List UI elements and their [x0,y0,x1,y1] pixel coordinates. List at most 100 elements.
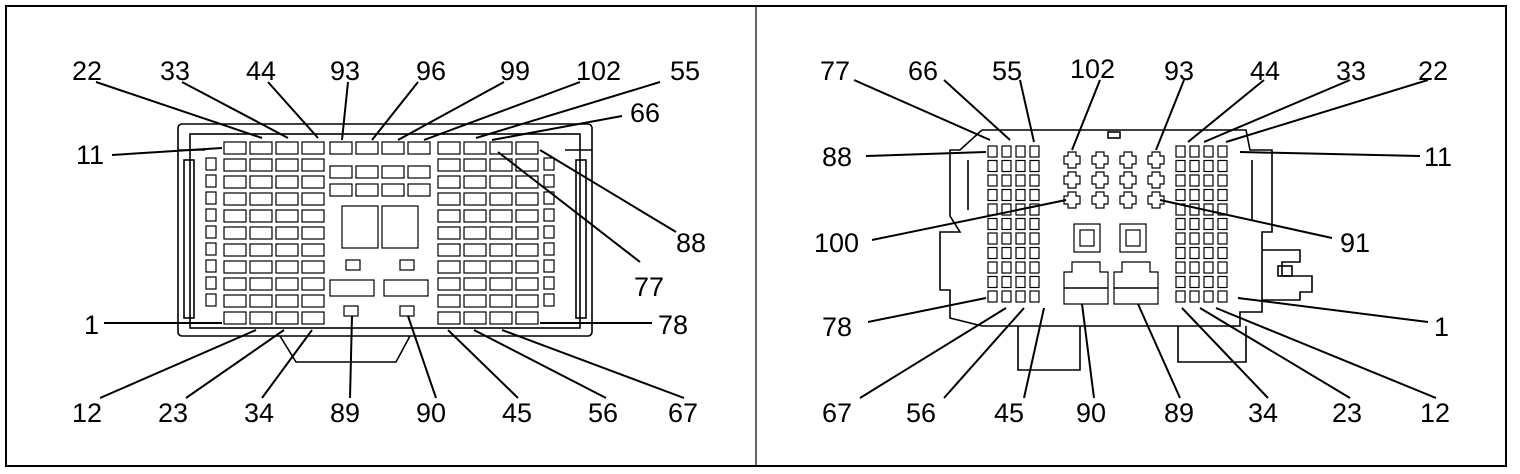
terminal-cavity [249,294,273,308]
terminal-cavity [987,232,998,245]
terminal-cavity [463,243,487,257]
pin-label-99: 99 [500,56,530,86]
terminal-cavity [205,293,217,307]
terminal-cavity [437,311,461,325]
terminal-cavity [543,259,555,273]
terminal-cavity [205,242,217,256]
terminal-cavity [1189,232,1200,245]
terminal-cavity [543,157,555,171]
pin-label-23: 23 [1332,398,1362,428]
terminal-cavity [987,174,998,187]
terminal-cavity [437,226,461,240]
terminal-cavity [1091,151,1109,169]
terminal-cavity [515,209,539,223]
terminal-cavity [489,311,513,325]
terminal-cavity [223,141,247,155]
terminal-cavity [987,188,998,202]
terminal-cavity [1189,159,1200,173]
pin-label-90: 90 [1076,398,1106,428]
terminal-cavity [987,217,998,231]
terminal-cavity [1001,217,1012,231]
terminal-cavity [1029,217,1040,231]
terminal-cavity [489,294,513,308]
terminal-cavity [1175,159,1186,173]
pin-label-77: 77 [634,272,664,302]
terminal-cavity [381,183,405,197]
terminal-cavity [205,225,217,239]
terminal-cavity [355,141,379,155]
pin-label-89: 89 [1164,398,1194,428]
terminal-cavity [275,260,299,274]
terminal-cavity [1001,159,1012,173]
terminal-cavity [489,141,513,155]
terminal-cavity [223,226,247,240]
terminal-cavity [1119,151,1137,169]
terminal-cavity [1217,217,1228,231]
pin-label-12: 12 [1420,398,1450,428]
pin-label-67: 67 [668,398,698,428]
terminal-cavity [355,165,379,179]
terminal-cavity [301,158,325,172]
terminal-cavity [1147,151,1165,169]
right-pin-labels: 77 66 55 102 93 44 33 22 88 11 100 91 78… [814,54,1452,428]
terminal-cavity [249,158,273,172]
terminal-cavity [329,183,353,197]
terminal-cavity [1015,174,1026,187]
terminal-cavity [515,260,539,274]
terminal-cavity [329,165,353,179]
pin-label-100: 100 [814,228,859,258]
terminal-cavity [1189,290,1200,303]
terminal-cavity [205,157,217,171]
pin-label-88: 88 [822,142,852,172]
terminal-cavity [437,175,461,189]
pin-label-91: 91 [1340,228,1370,258]
terminal-cavity [275,192,299,206]
terminal-cavity [249,192,273,206]
terminal-cavity [1217,290,1228,303]
terminal-cavity [1217,261,1228,274]
pin-label-77: 77 [820,56,850,86]
terminal-cavity [1217,275,1228,289]
terminal-cavity [1015,232,1026,245]
terminal-cavity [463,226,487,240]
terminal-cavity [355,183,379,197]
terminal-cavity [249,226,273,240]
terminal-cavity [489,192,513,206]
terminal-cavity [1029,174,1040,187]
terminal-cavity [489,260,513,274]
left-pin-labels: 22 33 44 93 96 99 102 55 66 11 88 77 1 7… [72,56,706,428]
terminal-cavity [223,192,247,206]
terminal-cavity [437,294,461,308]
terminal-cavity [463,158,487,172]
terminal-cavity [223,209,247,223]
terminal-cavity [463,311,487,325]
terminal-cavity [1203,217,1214,231]
terminal-cavity [437,243,461,257]
terminal-cavity [1063,171,1081,189]
pin-label-45: 45 [502,398,532,428]
terminal-cavity [515,192,539,206]
terminal-cavity [249,277,273,291]
terminal-cavity [381,165,405,179]
pin-label-78: 78 [658,310,688,340]
pin-label-34: 34 [1248,398,1278,428]
terminal-cavity [407,165,431,179]
terminal-cavity [1029,159,1040,173]
terminal-cavity [275,294,299,308]
terminal-cavity [1015,261,1026,274]
terminal-cavity [301,226,325,240]
terminal-cavity [1001,275,1012,289]
pin-label-66: 66 [630,98,660,128]
terminal-cavity [301,311,325,325]
terminal-cavity [1175,261,1186,274]
terminal-cavity [249,209,273,223]
terminal-cavity [1029,145,1040,158]
pin-label-44: 44 [246,56,276,86]
pin-label-1: 1 [1434,312,1449,342]
terminal-cavity [223,175,247,189]
terminal-cavity [1063,191,1081,209]
left-cavity-grid [205,141,555,325]
terminal-cavity [205,259,217,273]
terminal-cavity [1189,145,1200,158]
terminal-cavity [463,260,487,274]
